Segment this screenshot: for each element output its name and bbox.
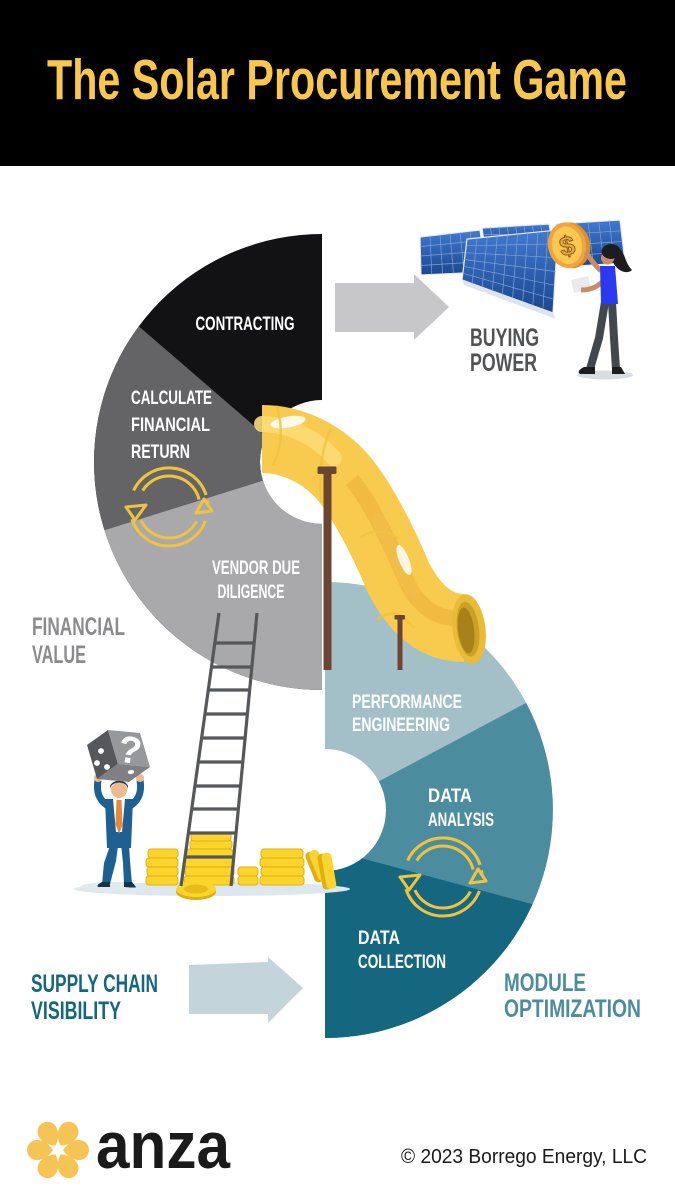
svg-text:DILIGENCE: DILIGENCE [218, 582, 285, 603]
svg-text:$: $ [557, 230, 578, 262]
svg-text:VALUE: VALUE [32, 641, 86, 669]
svg-text:The Solar Procurement Game: The Solar Procurement Game [47, 48, 627, 112]
svg-text:CALCULATE: CALCULATE [131, 388, 212, 409]
svg-text:anza: anza [96, 1108, 231, 1182]
svg-text:MODULE: MODULE [504, 969, 586, 997]
svg-text:COLLECTION: COLLECTION [358, 952, 446, 973]
svg-text:PERFORMANCE: PERFORMANCE [352, 692, 462, 713]
svg-text:RETURN: RETURN [131, 442, 190, 463]
svg-text:ENGINEERING: ENGINEERING [352, 715, 450, 736]
svg-text:OPTIMIZATION: OPTIMIZATION [504, 995, 641, 1023]
svg-text:SUPPLY CHAIN: SUPPLY CHAIN [31, 970, 158, 998]
svg-text:ANALYSIS: ANALYSIS [428, 810, 494, 831]
svg-text:FINANCIAL: FINANCIAL [131, 415, 210, 436]
svg-text:BUYING: BUYING [470, 324, 539, 352]
svg-text:POWER: POWER [470, 349, 537, 377]
svg-text:VENDOR DUE: VENDOR DUE [212, 558, 300, 579]
svg-text:CONTRACTING: CONTRACTING [196, 314, 295, 335]
svg-text:DATA: DATA [428, 786, 472, 807]
svg-text:© 2023 Borrego Energy, LLC: © 2023 Borrego Energy, LLC [401, 1145, 647, 1168]
svg-text:VISIBILITY: VISIBILITY [31, 997, 121, 1025]
svg-text:DATA: DATA [358, 928, 400, 949]
svg-text:FINANCIAL: FINANCIAL [32, 613, 125, 641]
